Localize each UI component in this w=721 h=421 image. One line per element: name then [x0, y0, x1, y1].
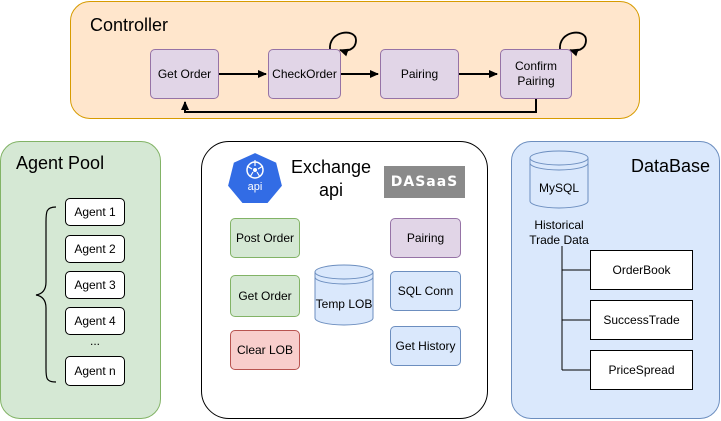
historical-label-line1: Historical	[534, 218, 584, 232]
mysql-label: MySQL	[538, 181, 579, 195]
agent-brace	[35, 206, 57, 383]
table-pricespread[interactable]: PriceSpread	[590, 350, 693, 390]
temp-lob-cylinder	[314, 264, 374, 326]
agent-ellipsis: ...	[89, 334, 100, 348]
api-badge-label: api	[247, 181, 263, 193]
exchange-get-history[interactable]: Get History	[390, 326, 461, 366]
controller-confirm-pairing[interactable]: Confirm Pairing	[500, 49, 572, 99]
selfloop-confirm-pairing	[559, 31, 587, 57]
exchange-title-line1: Exchange	[290, 157, 372, 177]
selfloop-checkorder	[329, 31, 357, 57]
agent-2[interactable]: Agent 2	[65, 235, 125, 263]
table-orderbook[interactable]: OrderBook	[590, 250, 693, 290]
temp-lob-label: Temp LOB	[315, 297, 373, 311]
controller-get-order[interactable]: Get Order	[150, 49, 219, 99]
historical-label-line2: Trade Data	[529, 233, 589, 247]
kubernetes-api-icon	[225, 150, 285, 205]
controller-title: Controller	[90, 15, 169, 35]
agent-1[interactable]: Agent 1	[65, 198, 125, 226]
arrow-confirm-to-getorder	[181, 99, 537, 113]
database-title: DataBase	[631, 156, 711, 176]
agent-pool-title: Agent Pool	[16, 153, 105, 173]
exchange-pairing[interactable]: Pairing	[390, 218, 461, 258]
exchange-clear-lob[interactable]: Clear LOB	[230, 330, 300, 370]
dasaas-logo: DASaaS	[384, 166, 465, 198]
exchange-title-line2: api	[318, 180, 344, 200]
exchange-sql-conn[interactable]: SQL Conn	[390, 271, 461, 311]
controller-pairing[interactable]: Pairing	[380, 49, 459, 99]
exchange-post-order[interactable]: Post Order	[230, 218, 300, 258]
agent-n[interactable]: Agent n	[65, 356, 125, 386]
agent-4[interactable]: Agent 4	[65, 307, 125, 335]
agent-3[interactable]: Agent 3	[65, 271, 125, 299]
mysql-cylinder	[529, 150, 589, 209]
controller-check-order[interactable]: CheckOrder	[268, 49, 341, 99]
exchange-get-order[interactable]: Get Order	[230, 275, 300, 317]
table-successtrade[interactable]: SuccessTrade	[590, 300, 693, 340]
